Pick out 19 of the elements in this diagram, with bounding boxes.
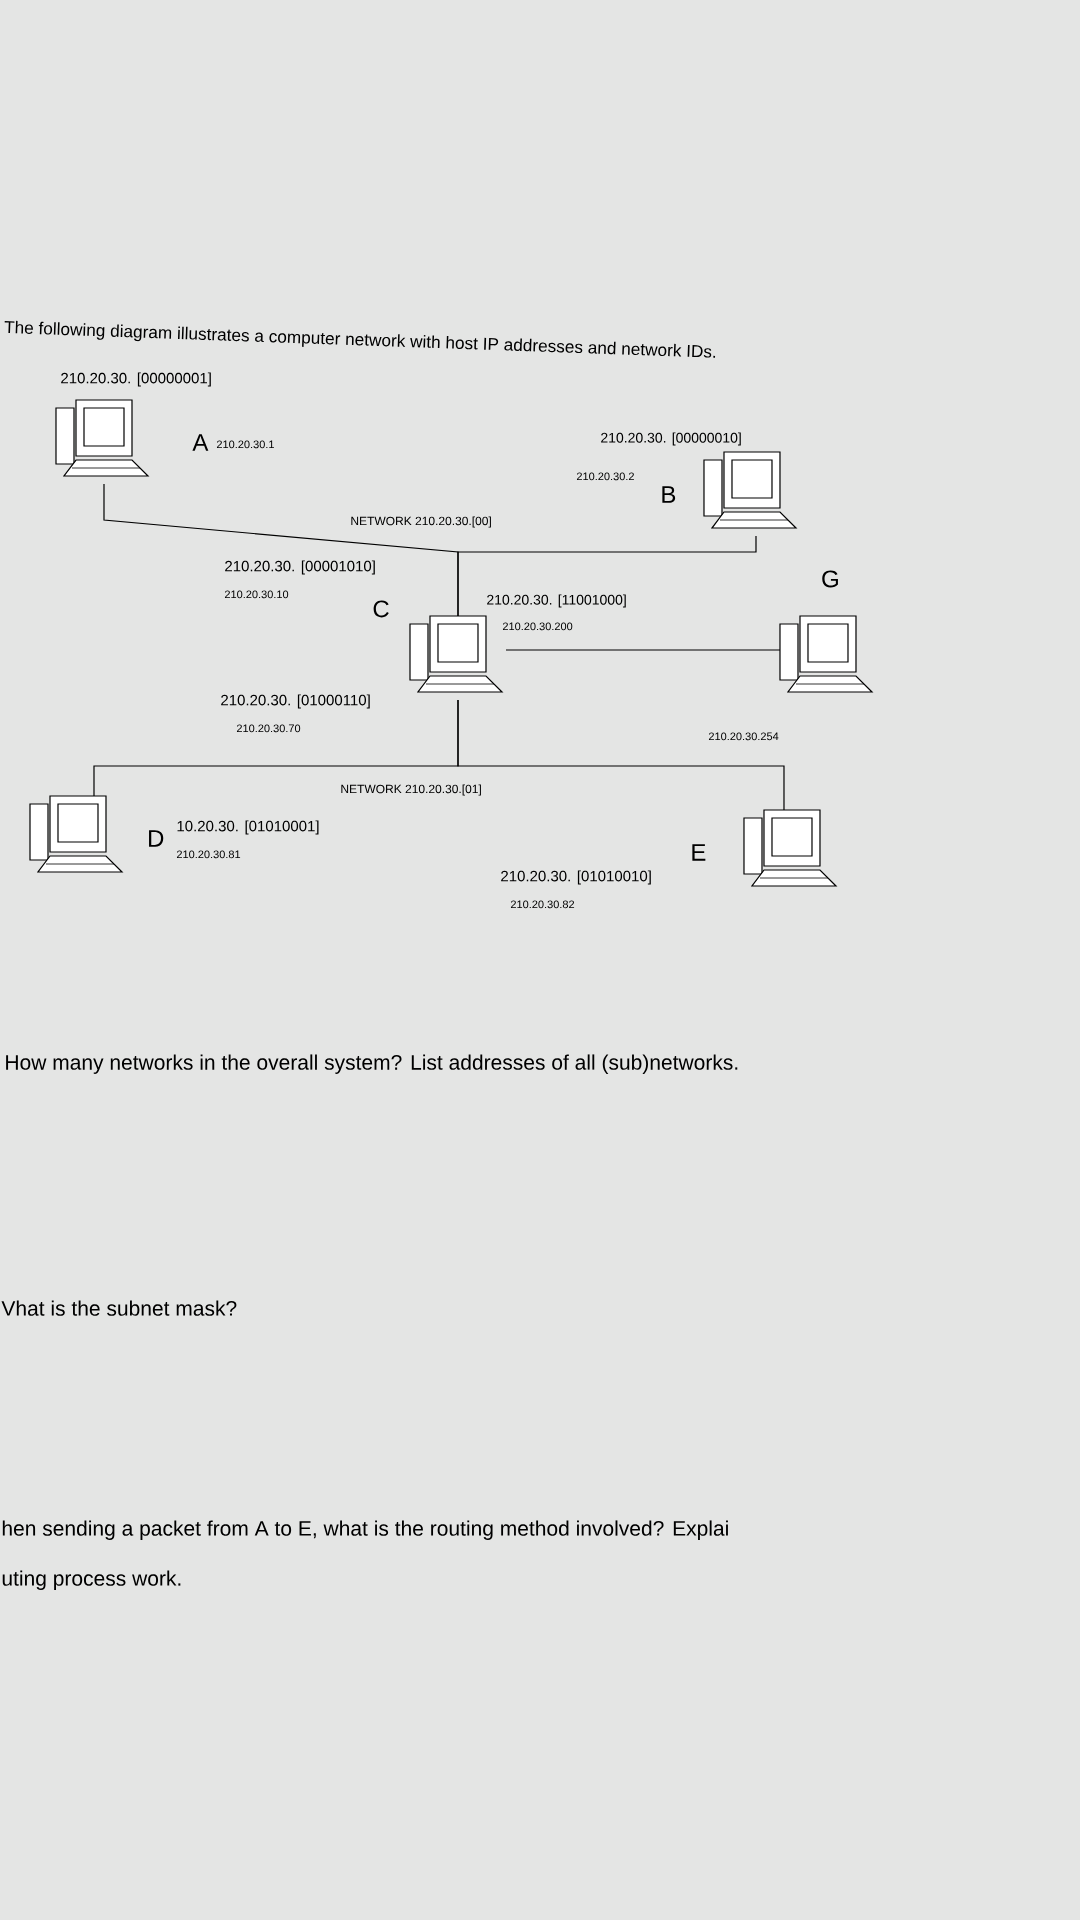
question-text: Vhat is the subnet mask?: [1, 1300, 237, 1316]
node-label: C: [373, 600, 389, 618]
computer-drawing: E: [692, 809, 838, 887]
network-cable: [457, 699, 785, 811]
node-label: B: [662, 486, 676, 503]
question-text: How many networks in the overall system? List addresses of all (sub)networks.: [6, 1054, 738, 1074]
computer-drawing: G: [779, 570, 874, 693]
computer-drawing: B: [662, 451, 798, 529]
computer-drawing: A: [55, 399, 209, 477]
question-text: hen sending a packet from A to E, what is the routing method involved? Explai: [2, 1520, 728, 1540]
node-label: E: [692, 844, 706, 861]
network-cable: [505, 649, 781, 651]
node-label: G: [822, 570, 838, 588]
node-label: A: [192, 434, 209, 451]
title: The following diagram illustrates a computer network with host IP addresses and network IDs.: [4, 320, 716, 358]
network-cable: [457, 535, 757, 617]
question-text: uting process work.: [2, 1570, 181, 1590]
node-label: D: [149, 830, 164, 847]
computer-drawing: D: [29, 795, 164, 873]
